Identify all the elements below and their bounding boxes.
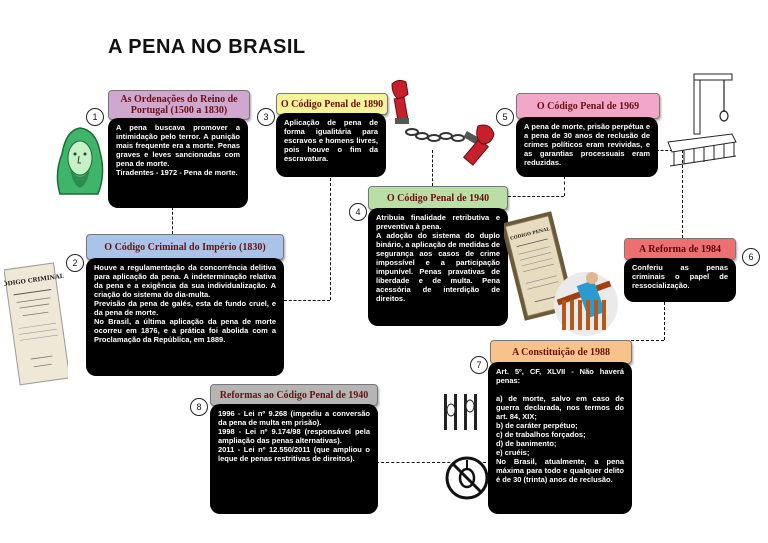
text-codigo-imperio: Houve a regulamentação da concorrência d… — [86, 258, 284, 376]
step-number-4: 4 — [349, 203, 367, 221]
header-ordenacoes: As Ordenações do Reino de Portugal (1500… — [108, 90, 250, 120]
prisoner-bars-illustration — [554, 272, 618, 336]
step-number-2: 2 — [66, 254, 84, 272]
header-codigo-1969: O Código Penal de 1969 — [516, 93, 660, 119]
connector — [682, 150, 683, 238]
hands-behind-bars-icon — [444, 394, 477, 430]
connector — [172, 207, 173, 234]
connector — [330, 178, 331, 300]
connector — [284, 300, 330, 301]
connector — [664, 302, 665, 340]
header-codigo-1940: O Código Penal de 1940 — [368, 186, 508, 210]
step-number-1: 1 — [86, 108, 104, 126]
codigo-criminal-document-image: CÓDIGO CRIMINAL — [4, 262, 68, 386]
text-ordenacoes: A pena buscava promover a intimidação pe… — [108, 118, 248, 208]
gallows-icon — [667, 73, 737, 167]
text-codigo-1890: Aplicação de pena de forma igualitária p… — [276, 113, 386, 177]
header-codigo-imperio: O Código Criminal do Império (1830) — [86, 234, 284, 260]
text-codigo-1940: Atribuia finalidade retributiva e preven… — [368, 208, 508, 326]
header-codigo-1890: O Código Penal de 1890 — [276, 93, 388, 115]
text-codigo-1969: A pena de morte, prisão perpétua e a pen… — [516, 117, 658, 177]
tiradentes-illustration — [56, 127, 104, 195]
step-number-6: 6 — [742, 248, 760, 266]
connector — [656, 150, 682, 151]
page-title: A PENA NO BRASIL — [108, 36, 306, 58]
broken-chains-icon — [391, 79, 495, 166]
text-constituicao-1988: Art. 5º, CF, XLVII - Não haverá penas: a… — [488, 362, 632, 514]
step-number-5: 5 — [496, 108, 514, 126]
no-death-penalty-icon — [445, 456, 489, 500]
header-reforma-1984: A Reforma de 1984 — [624, 238, 736, 260]
step-number-3: 3 — [257, 108, 275, 126]
text-reformas-1940: 1996 - Lei nº 9.268 (impediu a conversão… — [210, 404, 378, 514]
connector — [376, 462, 486, 463]
connector — [564, 176, 565, 196]
connector — [508, 196, 564, 197]
step-number-7: 7 — [470, 356, 488, 374]
connector — [432, 150, 433, 186]
text-reforma-1984: Conferiu as penas criminais o papel de r… — [624, 258, 736, 302]
header-constituicao-1988: A Constituição de 1988 — [490, 340, 632, 364]
step-number-8: 8 — [190, 398, 208, 416]
header-reformas-1940: Reformas ao Código Penal de 1940 — [210, 384, 378, 406]
